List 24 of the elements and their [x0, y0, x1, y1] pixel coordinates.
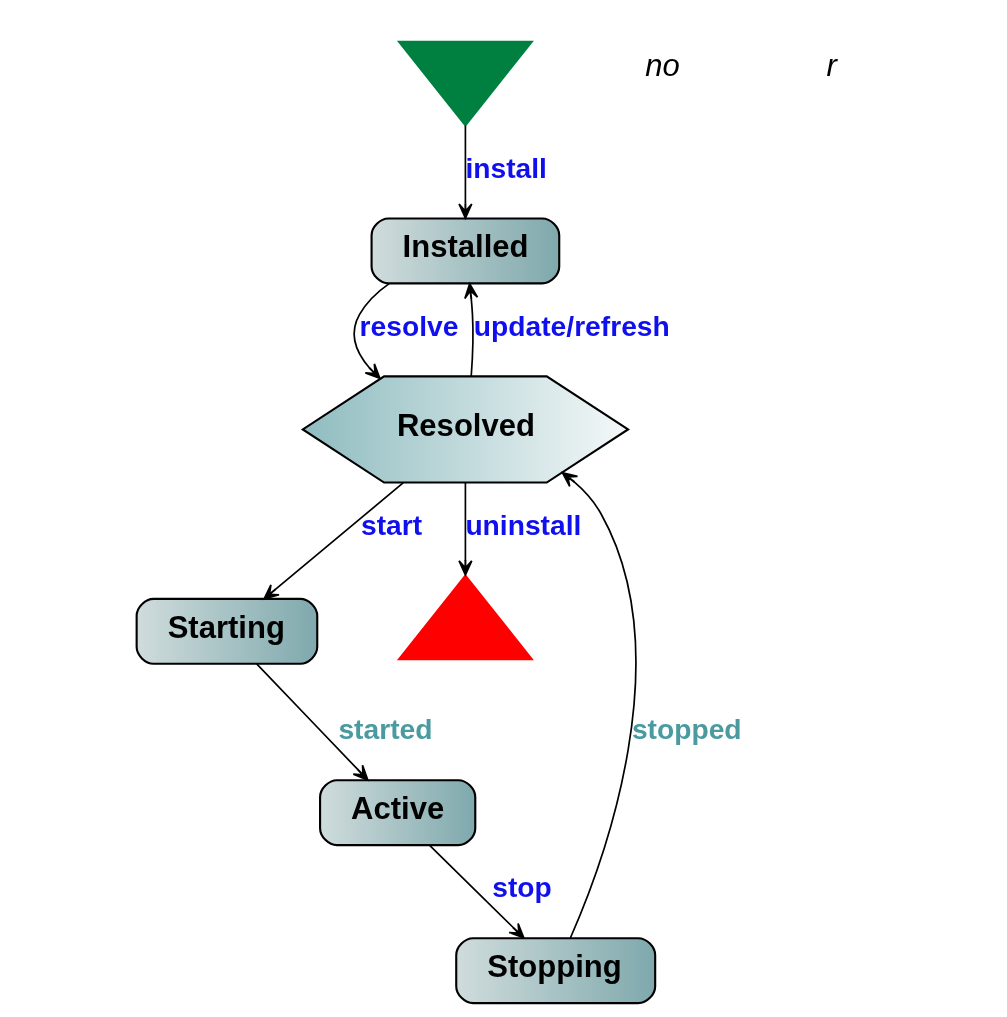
edge-label: resolve: [359, 309, 459, 342]
arrow: [458, 481, 473, 576]
label: no: [645, 48, 680, 84]
edge-label: update/refresh: [473, 309, 670, 342]
arrow: [464, 283, 479, 377]
arrow: [428, 844, 525, 939]
edge-label: started: [338, 713, 433, 746]
arrow: [561, 471, 637, 939]
node-box: Active: [319, 779, 477, 847]
edge-label: start: [360, 508, 423, 541]
node-box: Starting: [135, 597, 319, 665]
edge-label: install: [465, 151, 547, 184]
arrow: [263, 481, 405, 600]
label: r: [826, 48, 837, 84]
node-triangle: [396, 40, 534, 128]
node-box: Installed: [370, 217, 561, 285]
edge-label: stopped: [631, 713, 742, 746]
arrow: [255, 663, 369, 781]
arrow: [353, 282, 390, 380]
edge-label: uninstall: [465, 508, 582, 541]
node-box: Stopping: [455, 937, 657, 1005]
node-triangle: [396, 573, 534, 661]
edge-label: stop: [492, 871, 552, 904]
arrow: [458, 124, 473, 219]
